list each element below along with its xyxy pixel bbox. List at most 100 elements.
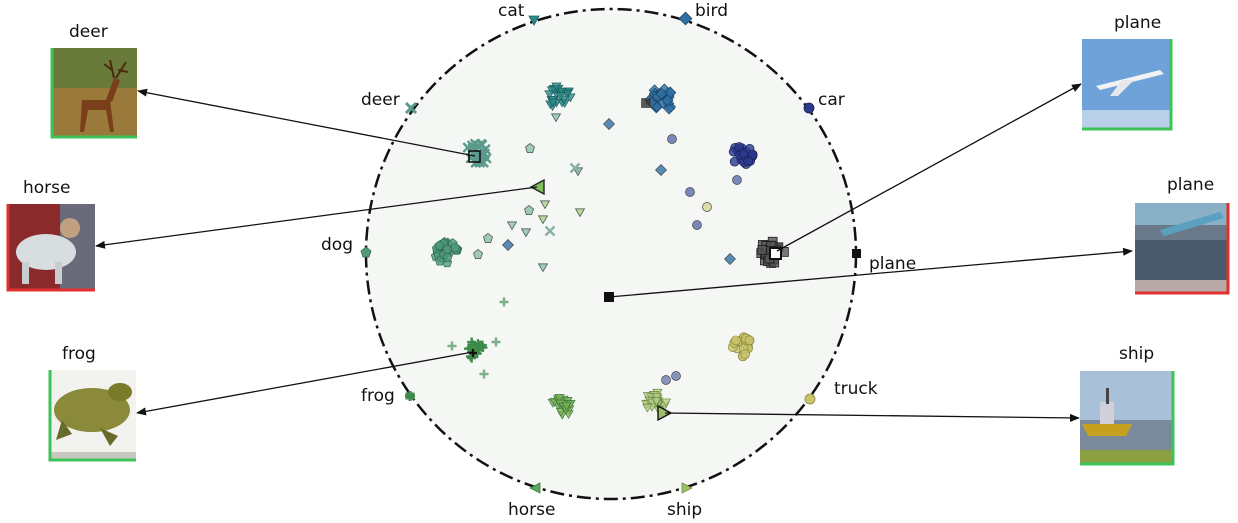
horse-photo-icon [7,204,95,290]
cluster-point-dog [434,240,445,251]
cluster-point-car [747,149,758,160]
ship-photo-icon [1080,371,1173,464]
cluster-point-cat [537,263,549,273]
cluster-point-frog [470,342,480,352]
anchor-label-cat: cat [498,1,525,21]
cluster-point-horse [574,208,586,218]
frog-photo-icon [49,370,136,460]
thumbnail-title-ship: ship [1119,344,1154,364]
anchor-horse: horse [508,482,555,520]
cluster-point-horse [539,200,551,210]
arrow-horse [95,186,538,249]
cluster-point-ship [660,398,672,408]
anchor-deer: deer [361,90,418,115]
anchor-plane: plane [852,249,916,274]
query-point-ship [657,404,673,422]
cluster-point-frog [499,297,509,307]
anchor-dog: dog [321,235,372,258]
cluster-point-truck [740,349,751,360]
cluster-point-bird [603,118,615,130]
query-point-horse [529,178,545,196]
cluster-point-car [667,134,677,144]
cluster-point-horse [561,402,572,411]
cluster-point-deer [475,138,487,150]
thumbnail-title-frog: frog [62,344,96,364]
cluster-point-dog [434,255,445,266]
query-point-plane1 [769,247,782,260]
cluster-point-deer [473,151,484,162]
arrow-plane2 [608,247,1133,298]
cluster-point-truck [702,202,712,212]
cluster-point-frog [478,343,488,353]
anchor-label-horse: horse [508,500,555,520]
cluster-point-car [685,187,695,197]
cluster-point-bird [663,102,676,115]
cluster-point-ship [642,403,653,413]
cluster-point-bird [655,164,667,176]
thumbnail-plane1: plane [1082,13,1173,131]
anchor-frog: frog [361,386,415,406]
thumbnail-title-plane1: plane [1114,13,1161,33]
cluster-point-dog [450,242,461,252]
anchor-label-bird: bird [695,1,728,21]
anchor-ship: ship [667,482,702,520]
cluster-point-truck [731,335,741,346]
cluster-point-bird [661,94,674,107]
cluster-point-bird [502,239,514,251]
anchor-car: car [803,90,845,114]
cluster-point-bird [655,87,668,100]
arrow-deer [137,88,476,157]
cluster-point-car [671,371,681,381]
cluster-point-bird [724,253,736,265]
arrow-ship [664,412,1080,422]
cluster-point-dog [524,205,534,215]
cluster-point-cat [547,98,559,108]
arrow-plane1 [776,83,1082,252]
cluster-point-dog [483,233,493,243]
thumbnail-horse: horse [6,178,95,292]
thumbnail-frog: frog [48,344,136,462]
anchor-truck: truck [804,379,878,405]
cluster-point-cat [544,90,555,100]
cluster-point-cat [555,92,566,101]
cluster-point-dog [473,249,483,259]
anchor-label-frog: frog [361,386,395,406]
cluster-point-cat [551,82,562,92]
cluster-point-dog [442,252,453,262]
cluster-point-ship [651,392,662,402]
cluster-point-cat [550,113,562,123]
thumbnail-title-deer: deer [69,22,108,42]
cluster-point-cat [520,228,532,238]
cluster-point-frog [447,341,457,351]
thumbnail-deer: deer [50,22,137,139]
thumbnail-ship: ship [1080,344,1175,466]
cluster-point-plane [641,98,651,108]
thumbnail-title-plane2: plane [1167,175,1214,195]
thumbnail-title-horse: horse [23,178,70,198]
anchor-bird: bird [678,1,728,26]
cluster-point-deer [569,162,581,174]
anchor-label-deer: deer [361,90,400,110]
arrows [95,83,1133,422]
cluster-point-ship [651,397,662,407]
cluster-point-deer [544,225,556,237]
cluster-point-car [732,175,742,185]
cluster-point-frog [491,337,501,347]
cluster-point-frog [479,369,489,379]
cluster-point-dog [525,143,535,153]
cluster-point-horse [554,394,565,403]
airport-photo-icon [1135,203,1228,293]
anchor-label-ship: ship [667,500,702,520]
anchor-cat: cat [498,1,540,26]
anchor-label-dog: dog [321,235,353,255]
cluster-point-cat [506,221,518,231]
anchor-label-plane: plane [869,254,916,274]
arrow-frog [136,351,474,416]
cluster-point-truck [744,335,755,346]
anchor-label-truck: truck [834,379,878,399]
query-point-deer [468,150,481,163]
plane-photo-icon [1082,39,1171,129]
cluster-point-horse [537,215,549,225]
thumbnail-plane2: plane [1135,175,1230,295]
